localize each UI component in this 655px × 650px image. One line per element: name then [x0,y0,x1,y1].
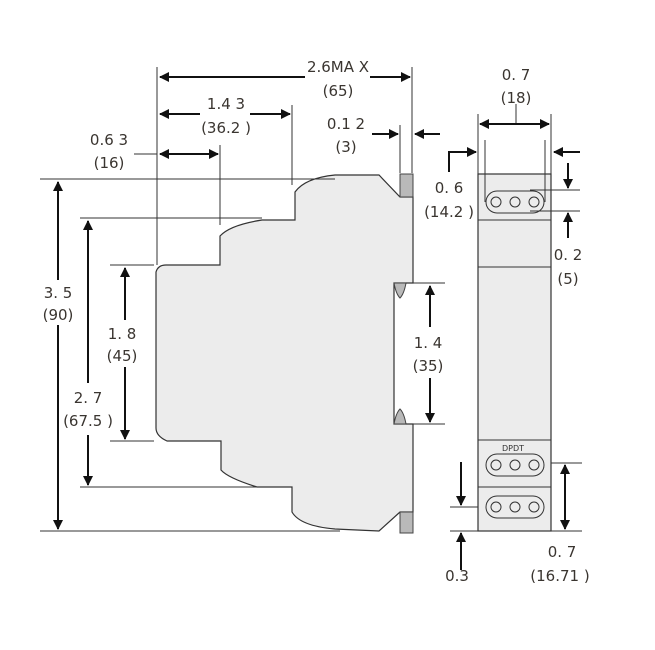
side-view [155,173,414,534]
front-depth-in: 1.4 3 [207,95,245,113]
relay-body-side [155,174,414,532]
rail-clip-top [393,282,407,299]
front-height-in: 1. 8 [108,325,137,343]
rail-height-mm: (35) [413,357,444,375]
side-extension-lines [40,67,445,532]
front-dimension-arrows [448,119,580,570]
overall-width-mm: (65) [323,82,354,100]
module-width-mm: (18) [501,89,532,107]
overall-height-mm: (90) [43,306,74,324]
bottom-height-mm: (16.71 ) [530,567,589,585]
side-labels: 2.6MA X (65) 1.4 3 (36.2 ) 0.6 3 (16) 0.… [43,58,444,430]
contact-label: DPDT [502,444,524,453]
overall-width-in: 2.6MA X [307,58,369,76]
relay-body-front [477,173,552,532]
side-dimension-arrows [53,72,440,530]
overall-height-in: 3. 5 [44,284,73,302]
front-view: DPDT [477,173,552,532]
step-depth-in: 0.6 3 [90,131,128,149]
bottom-height-in: 0. 7 [548,543,577,561]
terminal-offset-in: 0. 2 [554,246,583,264]
front-extension-lines [450,104,582,532]
terminal-block-middle [485,453,545,477]
terminal-offset-mm: (5) [557,270,578,288]
rail-clip-in: 0.1 2 [327,115,365,133]
front-labels: 0. 7 (18) 0. 6 (14.2 ) 0. 2 (5) 0.3 0. 7… [424,66,590,585]
rail-tab-top [399,173,414,198]
front-height-mm: (45) [107,347,138,365]
module-width-in: 0. 7 [502,66,531,84]
front-depth-mm: (36.2 ) [201,119,251,137]
middle-height-in: 2. 7 [74,389,103,407]
rail-tab-bottom [399,511,414,534]
step-depth-mm: (16) [94,154,125,172]
middle-height-mm: (67.5 ) [63,412,113,430]
rail-clip-bottom [393,408,407,425]
rail-clip-mm: (3) [335,138,356,156]
terminal-width-mm: (14.2 ) [424,203,474,221]
rail-height-in: 1. 4 [414,334,443,352]
bottom-offset-in: 0.3 [445,567,469,585]
terminal-block-bottom [485,495,545,519]
terminal-block-top [485,190,545,214]
terminal-width-in: 0. 6 [435,179,464,197]
